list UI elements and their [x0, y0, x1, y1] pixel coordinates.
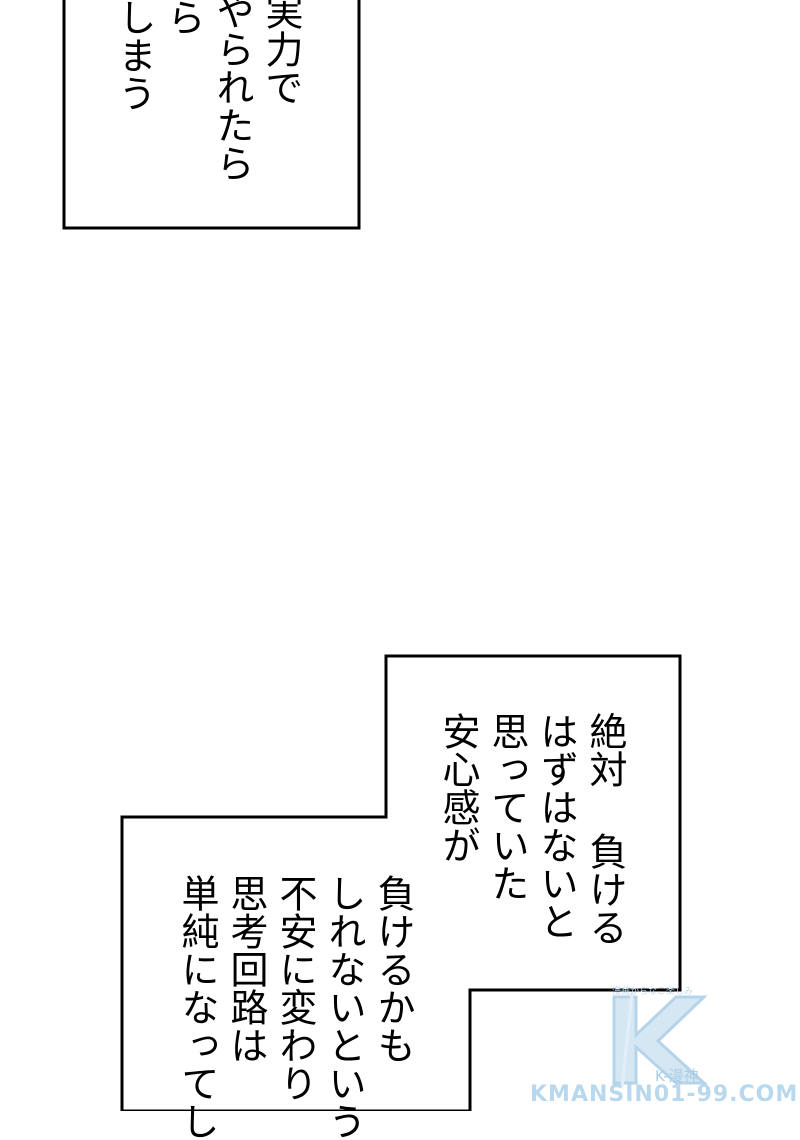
top-narration-box — [62, 0, 361, 230]
speech-box-frames — [62, 0, 682, 1111]
top-box-col-2: やられたら — [210, 0, 254, 182]
upper-box-col-4: 安心感が — [436, 712, 480, 864]
upper-box-col-1: 絶対 負ける — [583, 712, 627, 946]
stepped-narration-box — [120, 654, 682, 1111]
watermark-site-text: KMANSIN01-99.COM — [530, 1082, 799, 1107]
manga-page: 実力で やられたら から でしまう 絶対 負ける はずはないと 思っていた 安心… — [62, 0, 799, 1140]
watermark-top-text: 漫画からなこ楽しみ — [612, 987, 694, 997]
upper-box-col-2: はずはないと — [534, 712, 578, 940]
lower-box-col-1: 負けるかも — [371, 874, 415, 1064]
lower-box-col-5: 単純になってし — [175, 874, 219, 1140]
lower-box-col-3: 不安に変わり — [273, 874, 317, 1102]
lower-box-col-2: しれないという — [322, 874, 366, 1140]
top-box-col-3: から — [161, 0, 205, 36]
top-box-col-1: 実力で — [259, 0, 303, 106]
top-box-col-4: でしまう — [112, 0, 156, 112]
lower-box-col-4: 思考回路は — [224, 874, 268, 1064]
upper-box-col-3: 思っていた — [485, 712, 529, 902]
watermark-sub-text: K-漫神 — [655, 1067, 699, 1085]
